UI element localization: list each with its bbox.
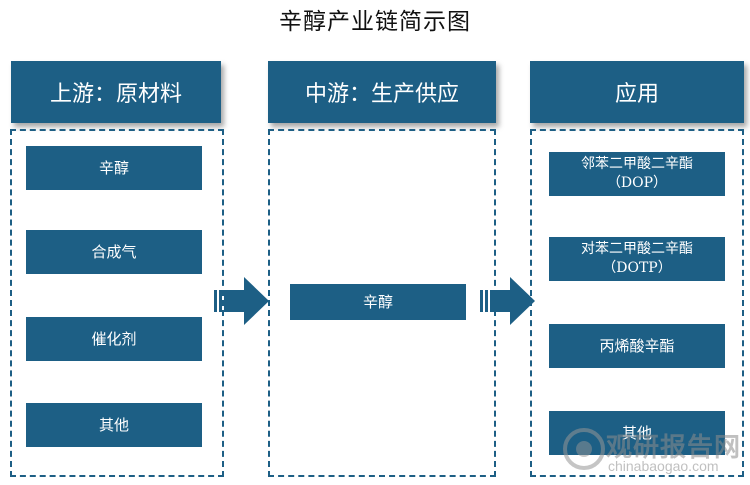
upstream-item-octanol: 辛醇 — [26, 146, 202, 190]
upstream-frame: 辛醇 合成气 催化剂 其他 — [10, 129, 224, 477]
flow-arrow-icon — [214, 277, 269, 325]
watermark-url: chinabaogao.com — [608, 458, 719, 474]
application-header: 应用 — [530, 61, 744, 123]
application-item-octyl-acrylate: 丙烯酸辛酯 — [549, 324, 725, 368]
flow-arrow-icon — [480, 277, 535, 325]
application-frame: 邻苯二甲酸二辛酯 （DOP） 对苯二甲酸二辛酯 （DOTP） 丙烯酸辛酯 其他 — [530, 129, 744, 477]
midstream-frame: 辛醇 — [268, 129, 496, 477]
application-item-dotp: 对苯二甲酸二辛酯 （DOTP） — [549, 237, 725, 281]
upstream-header: 上游：原材料 — [11, 61, 221, 123]
logo-icon — [563, 428, 605, 470]
watermark: 观研报告网 chinabaogao.com — [560, 425, 746, 481]
application-item-dop: 邻苯二甲酸二辛酯 （DOP） — [549, 152, 725, 196]
application-item-abbrev: （DOP） — [606, 175, 668, 191]
upstream-item-catalyst: 催化剂 — [26, 317, 202, 361]
application-item-label: 邻苯二甲酸二辛酯 — [581, 156, 693, 173]
application-item-label: 对苯二甲酸二辛酯 — [581, 241, 693, 258]
watermark-name: 观研报告网 — [606, 433, 742, 463]
upstream-item-syngas: 合成气 — [26, 230, 202, 274]
diagram-title: 辛醇产业链简示图 — [279, 9, 471, 35]
midstream-header: 中游：生产供应 — [268, 61, 496, 123]
midstream-item-octanol: 辛醇 — [290, 284, 466, 320]
application-item-abbrev: （DOTP） — [602, 260, 672, 276]
upstream-item-other: 其他 — [26, 403, 202, 447]
